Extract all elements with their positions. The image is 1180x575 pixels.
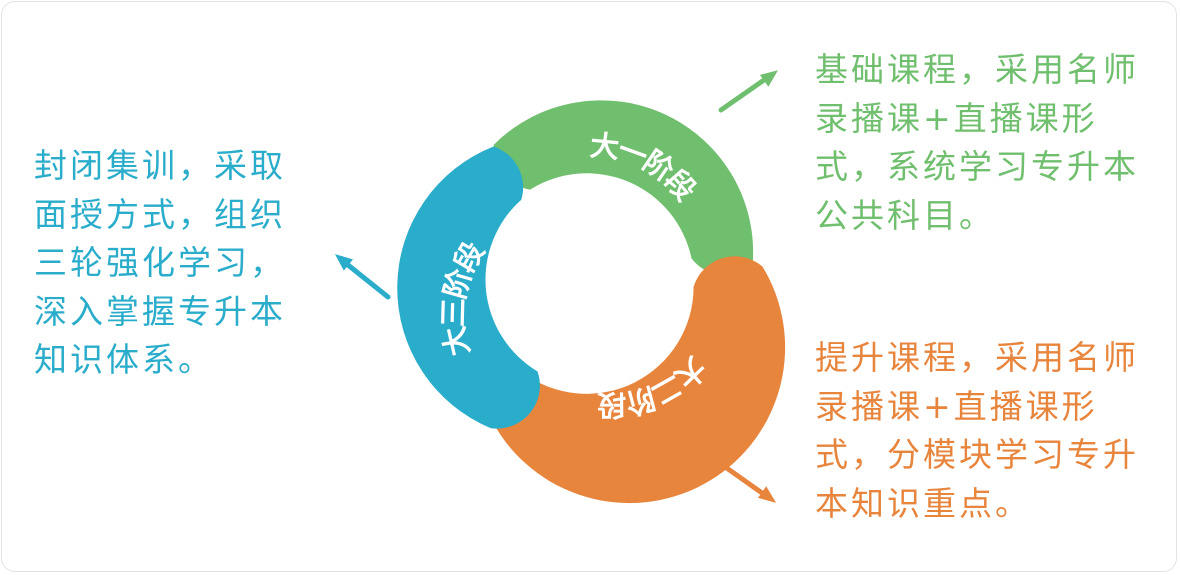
arrow-icon	[718, 461, 777, 503]
stage-2-description: 提升课程，采用名师录播课+直播课形式，分模块学习专升本知识重点。	[815, 338, 1139, 523]
stage-3-description: 封闭集训，采取面授方式，组织三轮强化学习，深入掌握专升本知识体系。	[34, 146, 286, 379]
arrow-icon	[334, 254, 391, 300]
stage-1-description: 基础课程，采用名师录播课+直播课形式，系统学习专升本公共科目。	[815, 50, 1139, 235]
stage-2-segment	[493, 256, 786, 504]
stage-3-segment	[397, 146, 540, 429]
stage-1-segment	[493, 100, 754, 276]
arrow-icon	[718, 70, 779, 113]
